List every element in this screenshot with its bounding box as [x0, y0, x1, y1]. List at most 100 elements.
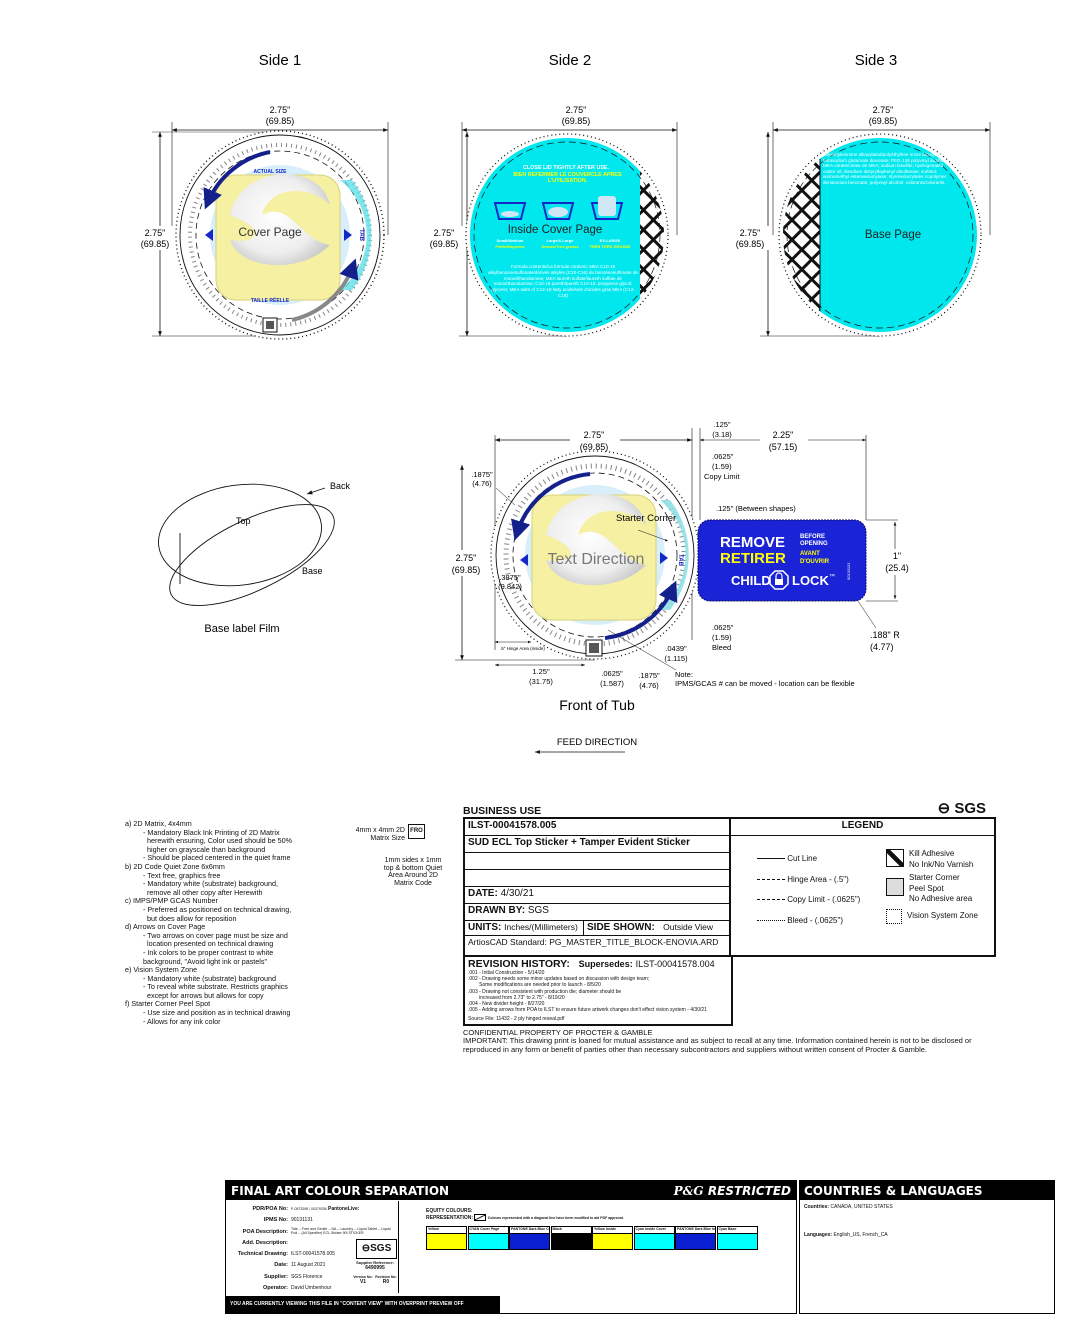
back-label: Back	[330, 481, 351, 491]
ouvrir-text: D'OUVRIR	[800, 559, 830, 565]
matrix-size-label: 4mm x 4mm 2D Matrix Size	[355, 827, 405, 842]
side-2-height-mm: (69.85)	[430, 239, 459, 249]
front-height-in: 2.75"	[456, 553, 477, 563]
vision-zone-icon	[886, 908, 902, 924]
note-line: except for arrows but allows for copy	[147, 990, 264, 1000]
note-line: - Allows for any ink color	[143, 1016, 221, 1026]
hinge-area-label: .5" Hinge Area (inside)	[500, 646, 545, 651]
legend-hinge: Hinge Area - (.5")	[787, 874, 849, 884]
version-block: Version No:V1	[353, 1275, 373, 1285]
business-use-block: BUSINESS USE ⊖ SGS ILST-00041578.005 SUD…	[463, 800, 996, 1054]
swatch-colour	[468, 1234, 508, 1249]
drawn-by-value: SGS	[527, 905, 549, 916]
side-2-title: Side 2	[549, 52, 592, 69]
ilst-number: ILST-00041578.005	[465, 819, 729, 836]
add-desc-label: Add. Description:	[242, 1239, 288, 1246]
restricted-label: RESTRICTED	[707, 1183, 791, 1198]
size-xl-en: EX-LARGE	[600, 238, 621, 243]
copy-limit-in: .0625"	[712, 452, 734, 461]
side-1-title: Side 1	[259, 52, 302, 69]
side-1-cover-page: 2.75" (69.85) 2.75" (69.85) Cover Page A…	[135, 103, 389, 340]
side-3-width-mm: (69.85)	[869, 116, 898, 126]
front-width-in: 2.75"	[584, 430, 605, 440]
countries-title: COUNTRIES & LANGUAGES	[804, 1183, 983, 1198]
languages-label: Languages:	[804, 1232, 833, 1238]
side-shown-value: Outside View	[663, 922, 714, 932]
tm-mark: ™	[829, 573, 835, 580]
dim-0625b-in: .0625"	[601, 669, 623, 678]
representation-note: Colours represented with a diagonal line…	[487, 1215, 624, 1220]
legend-kill-adhesive: Kill Adhesive	[909, 849, 955, 858]
base-label-film-diagram	[158, 483, 335, 606]
text-direction-label: Text Direction	[548, 551, 645, 568]
note-text: IPMS/GCAS # can be moved - location can …	[675, 679, 855, 688]
note-line: higher on grayscale than background	[147, 844, 266, 854]
child-lock-sticker: REMOVE BEFORE OPENING RETIRER AVANT D'OU…	[697, 519, 867, 602]
front-width-mm: (69.85)	[580, 442, 609, 452]
note-line: - Text free, graphics free	[143, 870, 221, 880]
swatch-colour	[634, 1234, 674, 1249]
supplier-label: Supplier:	[264, 1273, 288, 1280]
side-3-title: Side 3	[855, 52, 898, 69]
swatch-name: Cyan Base	[717, 1227, 757, 1234]
remove-text: REMOVE	[720, 534, 785, 551]
size-small-fr: Petite/Moyenne	[495, 244, 525, 249]
note-line: location presented on technical drawing	[147, 939, 274, 949]
confidential-notice: CONFIDENTIAL PROPERTY OF PROCTER & GAMBL…	[463, 1028, 653, 1038]
side-1-label: Cover Page	[238, 225, 302, 239]
swatch-name: Black	[551, 1227, 591, 1234]
legend-cut-line: Cut Line	[787, 854, 818, 863]
note-line: - To reveal white substrate. Restricts g…	[143, 982, 288, 992]
artwork-notes: a) 2D Matrix, 4x4mm- Mandatory Black Ink…	[125, 819, 292, 1026]
front-of-tub-title: Front of Tub	[559, 697, 635, 713]
taille-reelle-text: TAILLE RÉELLE	[251, 296, 290, 304]
tech-drawing-value: ILST-00041578.005	[291, 1251, 335, 1258]
note-line: e) Vision System Zone	[125, 965, 198, 975]
date-value: 4/30/21	[500, 888, 534, 899]
legend-title: LEGEND	[731, 819, 994, 836]
swatch-name: Yellow	[427, 1227, 466, 1234]
legend-vision-zone: Vision System Zone	[907, 910, 978, 920]
ingredients-text: polyethylenimine alkoxylated/polyéthylèn…	[823, 152, 948, 185]
swatch-name: PANTONE Dark Blue Cover	[510, 1227, 549, 1234]
colour-swatch: Yellow	[426, 1226, 467, 1250]
sticker-height-mm: (25.4)	[885, 563, 909, 573]
supersedes-value: ILST-00041578.004	[635, 959, 715, 969]
colour-swatch: Cyan Inside Cover	[633, 1226, 675, 1250]
front-tab-text: TAB	[677, 554, 683, 567]
revision-entry: .001 - Initial Construction - 5/14/20	[468, 970, 545, 976]
size-large-fr: Grosse/Très grosse	[541, 244, 579, 249]
colour-swatch: Cyan Base	[716, 1226, 758, 1250]
actual-size-text: ACTUAL SIZE	[254, 169, 288, 175]
copy-limit-mm: (1.59)	[712, 462, 732, 471]
lock-icon	[769, 570, 789, 590]
note-line: - Use size and position as in technical …	[143, 1008, 291, 1018]
dim-3875-in: .3875"	[499, 573, 521, 582]
note-line: c) IMPS/PMP GCAS Number	[125, 896, 218, 906]
between-shapes-label: .125" (Between shapes)	[716, 504, 796, 513]
units-label: UNITS:	[468, 922, 502, 933]
languages-value: English_US, French_CA	[833, 1232, 888, 1238]
legend-no-ink: No Ink/No Varnish	[909, 859, 974, 869]
colour-swatch: Yellow Inside	[592, 1226, 633, 1250]
countries-label: Countries:	[804, 1204, 829, 1210]
front-of-tub-diagram: 2.75" (69.85) 2.75" (69.85) Text Directi…	[442, 427, 701, 661]
revision-entry: .003 - Drawing not consistent with produ…	[468, 988, 622, 995]
side-1-tab-text: TAB	[358, 229, 364, 242]
drawing-canvas: Side 1 Side 2 Side 3 2.75" (69.85) 2.75"…	[135, 52, 991, 754]
artioscad-standard: ArtiosCAD Standard: PG_MASTER_TITLE_BLOC…	[468, 937, 719, 947]
feed-direction-label: FEED DIRECTION	[557, 737, 637, 748]
bleed-mm: (1.59)	[712, 633, 732, 642]
dim-1875b-mm: (4.76)	[639, 681, 659, 690]
revision-list: .001 - Initial Construction - 5/14/20 .00…	[468, 970, 728, 1013]
colour-swatch: PANTONE Dark Blue Inside	[675, 1226, 716, 1250]
child-text: CHILD	[731, 573, 771, 588]
quiet-area-label: 1mm sides x 1mm top & bottom Quiet Area …	[383, 857, 443, 887]
side-2-width-mm: (69.85)	[562, 116, 591, 126]
revision-entry: Some modifications are needed prior to l…	[468, 982, 601, 989]
peel-spot-icon	[886, 878, 904, 896]
swatch-name: CYAN Cover Page	[468, 1227, 508, 1234]
side-3-base-page: 2.75" (69.85) 2.75" (69.85) polyethyleni…	[730, 103, 991, 337]
radius-in: .188" R	[870, 630, 900, 640]
